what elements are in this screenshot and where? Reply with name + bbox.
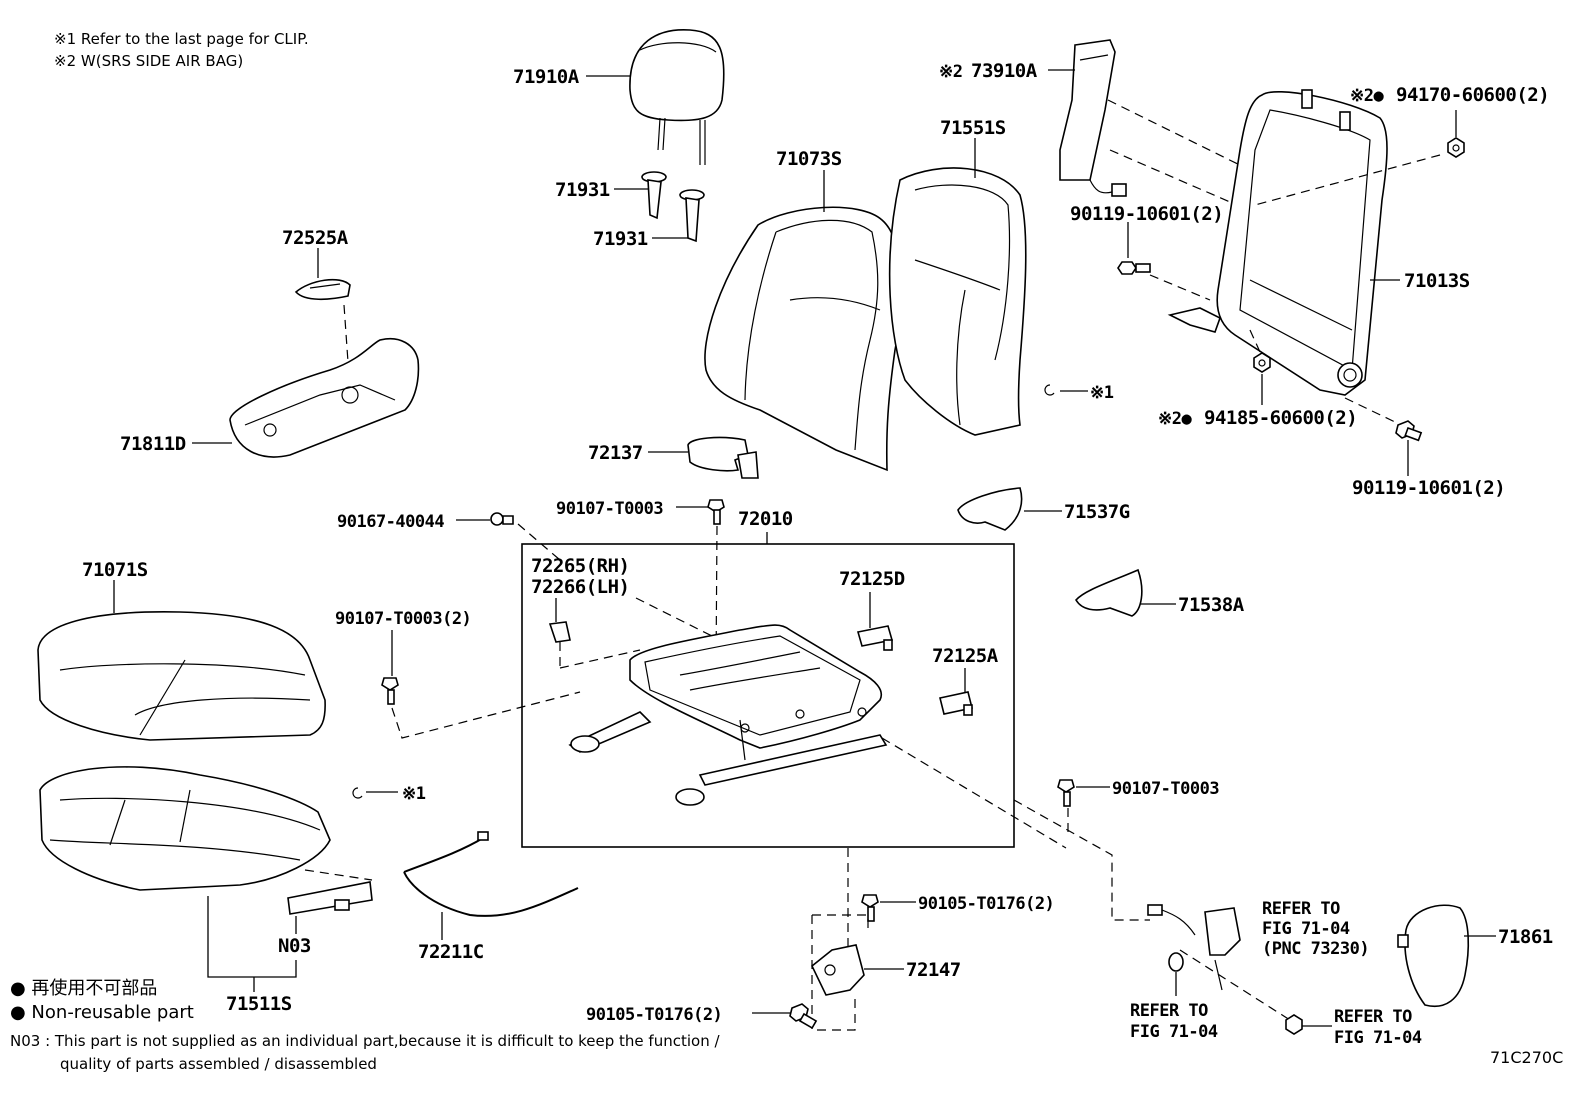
part-72125D[interactable] — [856, 625, 894, 651]
headrest-guide-1[interactable] — [641, 171, 667, 220]
seat-side-cover[interactable] — [229, 338, 420, 458]
bolt-90105-lower[interactable] — [789, 1003, 818, 1030]
label-72010: 72010 — [738, 508, 793, 530]
bolt-90107-left[interactable] — [381, 677, 399, 705]
label-94185: 94185-60600(2) — [1204, 407, 1357, 429]
cover-72137[interactable] — [687, 436, 759, 479]
part-71861[interactable] — [1397, 904, 1470, 1007]
headrest-part[interactable] — [629, 29, 725, 165]
seatback-cover[interactable] — [704, 206, 903, 472]
label-refer3-l1: REFER TO — [1334, 1007, 1412, 1027]
label-72266: 72266(LH) — [531, 576, 629, 598]
label-72125A: 72125A — [932, 645, 999, 667]
label-94170-mark: ※2● — [1350, 86, 1384, 106]
note-clip: ※1 Refer to the last page for CLIP. — [54, 30, 309, 48]
seat-adjuster-box — [521, 543, 1015, 848]
bolt-90107-right[interactable] — [1057, 779, 1075, 807]
label-71931-upper: 71931 — [555, 179, 610, 201]
seatback-pad[interactable] — [888, 167, 1027, 436]
label-90119-upper: 90119-10601(2) — [1070, 203, 1223, 225]
label-71910A: 71910A — [513, 66, 580, 88]
label-clip-ref-cushion: ※1 — [402, 784, 426, 804]
label-72525A: 72525A — [282, 227, 349, 249]
label-73910A: 73910A — [971, 60, 1038, 82]
bolt-90167[interactable] — [490, 512, 514, 526]
footnote-line1: N03 : This part is not supplied as an in… — [10, 1032, 720, 1050]
headrest-guide-2[interactable] — [679, 189, 705, 243]
label-94185-mark: ※2● — [1158, 409, 1192, 429]
label-72125D: 72125D — [839, 568, 905, 590]
bolt-90105-upper[interactable] — [861, 894, 879, 922]
label-refer2-l2: FIG 71-04 — [1130, 1022, 1218, 1042]
label-90119-lower: 90119-10601(2) — [1352, 477, 1505, 499]
note-airbag: ※2 W(SRS SIDE AIR BAG) — [54, 52, 243, 70]
label-90105-lower: 90105-T0176(2) — [586, 1005, 722, 1025]
label-71511S: 71511S — [226, 993, 292, 1015]
bracket-72147[interactable] — [811, 944, 865, 996]
bolt-90119-upper[interactable] — [1117, 261, 1151, 275]
label-71538A: 71538A — [1178, 594, 1245, 616]
label-90107-right: 90107-T0003 — [1112, 779, 1219, 799]
label-90167: 90167-40044 — [337, 512, 444, 532]
clip-icon — [352, 787, 363, 799]
part-71538A[interactable] — [1075, 568, 1143, 617]
part-72125A[interactable] — [939, 691, 973, 716]
label-71537G: 71537G — [1064, 501, 1130, 523]
seat-belt-buckle[interactable] — [1147, 904, 1241, 991]
part-71537G[interactable] — [957, 487, 1023, 531]
footnote-line2: quality of parts assembled / disassemble… — [60, 1055, 377, 1073]
side-airbag[interactable] — [1059, 39, 1127, 197]
seat-adjuster[interactable] — [568, 624, 888, 806]
label-refer1-l1: REFER TO — [1262, 899, 1340, 919]
figure-code: 71C270C — [1490, 1048, 1563, 1067]
part-N03[interactable] — [287, 881, 373, 915]
label-72137: 72137 — [588, 442, 643, 464]
label-71931-lower: 71931 — [593, 228, 648, 250]
wire-72211C[interactable] — [403, 831, 579, 917]
recliner-knob[interactable] — [294, 278, 351, 301]
washer-part[interactable] — [1168, 952, 1184, 972]
label-refer3-l2: FIG 71-04 — [1334, 1028, 1422, 1048]
bolt-90119-lower[interactable] — [1395, 420, 1423, 442]
label-refer1-l3: (PNC 73230) — [1262, 939, 1369, 959]
label-71551S: 71551S — [940, 117, 1006, 139]
bolt-90107-top[interactable] — [707, 499, 725, 525]
label-90107-top: 90107-T0003 — [556, 499, 663, 519]
label-N03: N03 — [278, 935, 311, 957]
label-71073S: 71073S — [776, 148, 842, 170]
label-72147: 72147 — [906, 959, 961, 981]
nut-94170[interactable] — [1447, 137, 1465, 158]
label-72265: 72265(RH) — [531, 555, 629, 577]
legend-jp: ● 再使用不可部品 — [10, 978, 157, 999]
label-90105-upper: 90105-T0176(2) — [918, 894, 1054, 914]
label-73910A-mark: ※2 — [939, 62, 962, 82]
label-refer2-l1: REFER TO — [1130, 1001, 1208, 1021]
cushion-pad[interactable] — [39, 766, 331, 891]
nut-94185[interactable] — [1253, 352, 1271, 373]
label-clip-ref-back: ※1 — [1090, 383, 1114, 403]
clip-72265[interactable] — [548, 621, 571, 643]
nut-lower-right[interactable] — [1285, 1014, 1303, 1035]
label-72211C: 72211C — [418, 941, 484, 963]
label-90107-left: 90107-T0003(2) — [335, 609, 471, 629]
label-71861: 71861 — [1498, 926, 1553, 948]
seatback-frame[interactable] — [1167, 89, 1388, 396]
label-71013S: 71013S — [1404, 270, 1470, 292]
label-refer1-l2: FIG 71-04 — [1262, 919, 1350, 939]
label-71071S: 71071S — [82, 559, 148, 581]
legend-en: ● Non-reusable part — [10, 1002, 194, 1023]
label-94170: 94170-60600(2) — [1396, 84, 1549, 106]
cushion-cover[interactable] — [37, 611, 326, 741]
clip-icon — [1044, 384, 1055, 396]
label-71811D: 71811D — [120, 433, 186, 455]
